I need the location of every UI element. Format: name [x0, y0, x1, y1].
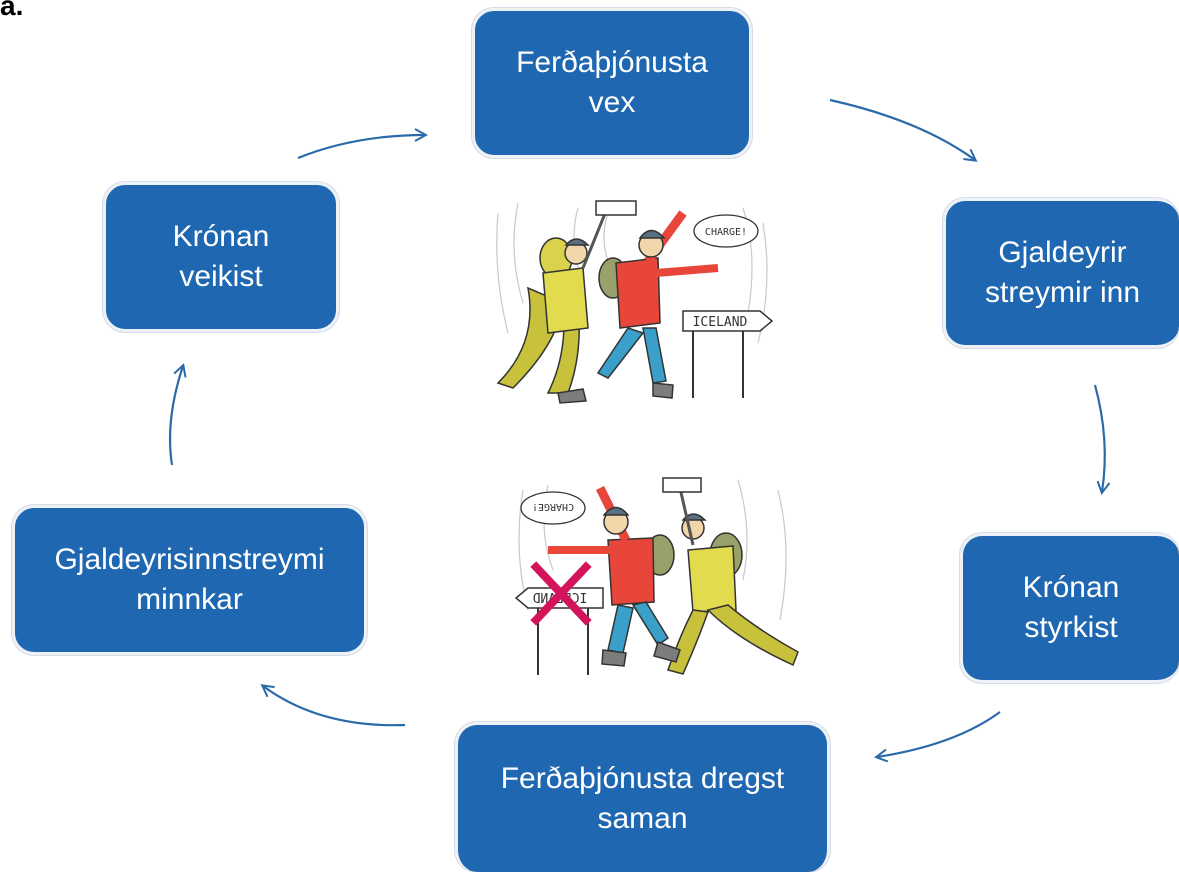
corner-label: a.	[0, 0, 24, 21]
box-tourism-shrinks-line2: saman	[597, 801, 688, 835]
box-krona-weakens-line2: veikist	[179, 260, 263, 293]
sign-text-top: ICELAND	[693, 315, 748, 330]
illustration-hikers-avoiding-iceland: CHARGE! ICELAND	[514, 477, 799, 675]
arrow-4	[263, 686, 406, 727]
box-tourism-grows: Ferðaþjónusta vex	[472, 8, 752, 158]
box-tourism-grows-line1: Ferðaþjónusta	[516, 46, 708, 79]
box-krona-strengthens-line2: styrkist	[1024, 611, 1118, 644]
box-currency-inflow-decreases-line2: minnkar	[136, 583, 243, 616]
box-tourism-grows-line2: vex	[588, 86, 636, 119]
arrow-3	[877, 711, 1001, 757]
box-krona-strengthens: Krónan styrkist	[960, 533, 1179, 683]
arrow-5	[168, 366, 183, 466]
box-currency-inflow-decreases-line1: Gjaldeyrisinnstreymi	[54, 543, 325, 576]
speech-text-bottom: CHARGE!	[532, 501, 574, 512]
box-tourism-shrinks-line1: Ferðaþjónusta dregst	[500, 761, 785, 795]
speech-text-top: CHARGE!	[705, 227, 747, 238]
arrow-2	[1093, 384, 1105, 492]
arrow-1	[829, 98, 975, 160]
box-krona-weakens: Krónan veikist	[103, 182, 339, 332]
speech-bubble-bottom	[520, 491, 586, 525]
illustration-hikers-heading-to-iceland: CHARGE! ICELAND	[496, 200, 774, 404]
box-krona-weakens-line1: Krónan	[172, 220, 270, 253]
arrow-6	[297, 135, 425, 160]
box-currency-inflow: Gjaldeyrir streymir inn	[943, 198, 1179, 348]
box-krona-strengthens-line1: Krónan	[1022, 571, 1120, 604]
box-currency-inflow-line2: streymir inn	[984, 276, 1141, 309]
box-currency-inflow-decreases: Gjaldeyrisinnstreymi minnkar	[12, 505, 367, 655]
box-tourism-shrinks: Ferðaþjónusta dregst saman	[455, 722, 830, 872]
box-currency-inflow-line1: Gjaldeyrir	[998, 236, 1127, 269]
speech-bubble-top	[693, 214, 759, 248]
red-cross-icon	[530, 561, 592, 626]
